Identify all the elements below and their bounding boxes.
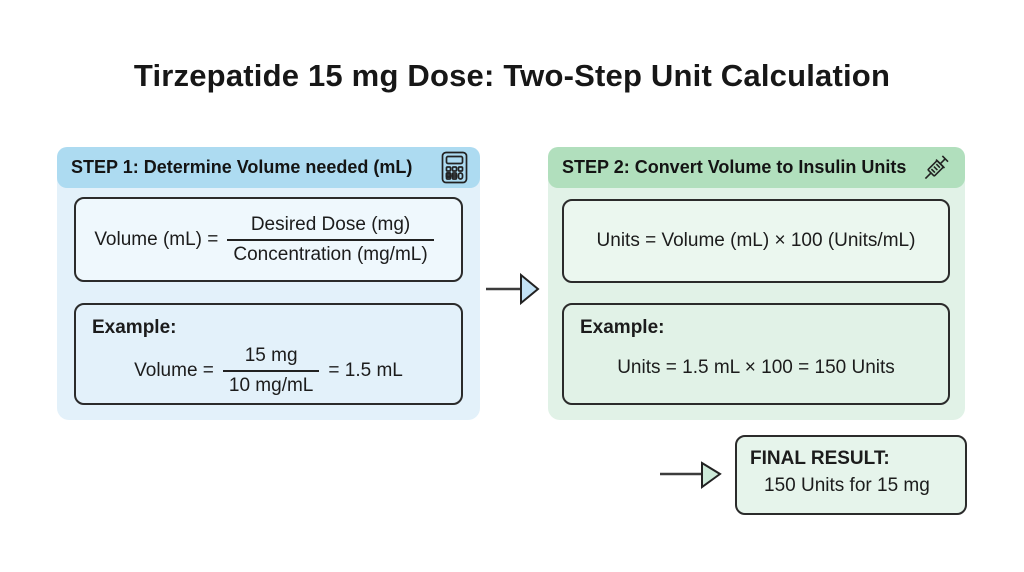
step2-formula-box: Units = Volume (mL) × 100 (Units/mL): [562, 199, 950, 283]
step2-example-text: Units = 1.5 mL × 100 = 150 Units: [617, 357, 895, 378]
step1-to-step2-arrow: [480, 270, 542, 310]
step1-formula-numerator: Desired Dose (mg): [227, 214, 434, 241]
step1-panel: STEP 1: Determine Volume needed (mL): [57, 147, 480, 420]
step1-formula-lhs: Volume (mL) =: [94, 228, 219, 250]
step2-example-equation: Units = 1.5 mL × 100 = 150 Units: [580, 357, 932, 379]
step1-example-box: Example: Volume = 15 mg 10 mg/mL = 1.5 m…: [74, 303, 463, 405]
step1-example-heading: Example:: [92, 317, 177, 338]
step1-formula-box: Volume (mL) = Desired Dose (mg) Concentr…: [74, 197, 463, 282]
step2-example-box: Example: Units = 1.5 mL × 100 = 150 Unit…: [562, 303, 950, 405]
step2-example-heading: Example:: [580, 317, 665, 338]
step2-header: STEP 2: Convert Volume to Insulin Units: [548, 147, 965, 188]
page-title: Tirzepatide 15 mg Dose: Two-Step Unit Ca…: [133, 58, 891, 93]
step1-formula-denominator: Concentration (mg/mL): [233, 243, 428, 265]
step2-panel: STEP 2: Convert Volume to Insulin Units …: [548, 147, 965, 420]
final-result-value: 150 Units for 15 mg: [764, 475, 930, 496]
step2-header-label: STEP 2: Convert Volume to Insulin Units: [562, 157, 907, 177]
step1-header: STEP 1: Determine Volume needed (mL): [57, 147, 480, 188]
step1-example-equation: Volume = 15 mg 10 mg/mL = 1.5 mL: [92, 345, 445, 397]
step1-example-lhs: Volume =: [134, 360, 214, 381]
step2-formula-text: Units = Volume (mL) × 100 (Units/mL): [596, 230, 916, 251]
step1-example-fraction: 15 mg 10 mg/mL: [222, 345, 320, 397]
calculator-icon: [441, 151, 468, 184]
final-result-box: FINAL RESULT: 150 Units for 15 mg: [735, 435, 967, 515]
syringe-icon: [919, 151, 953, 185]
step1-header-label: STEP 1: Determine Volume needed (mL): [71, 157, 413, 177]
step1-example-denominator: 10 mg/mL: [228, 375, 314, 396]
final-result-heading: FINAL RESULT:: [750, 448, 890, 469]
step1-example-result: = 1.5 mL: [328, 360, 403, 381]
final-result-arrow: [655, 457, 725, 491]
step1-formula-fraction: Desired Dose (mg) Concentration (mg/mL): [227, 214, 434, 266]
step1-example-numerator: 15 mg: [222, 345, 320, 372]
